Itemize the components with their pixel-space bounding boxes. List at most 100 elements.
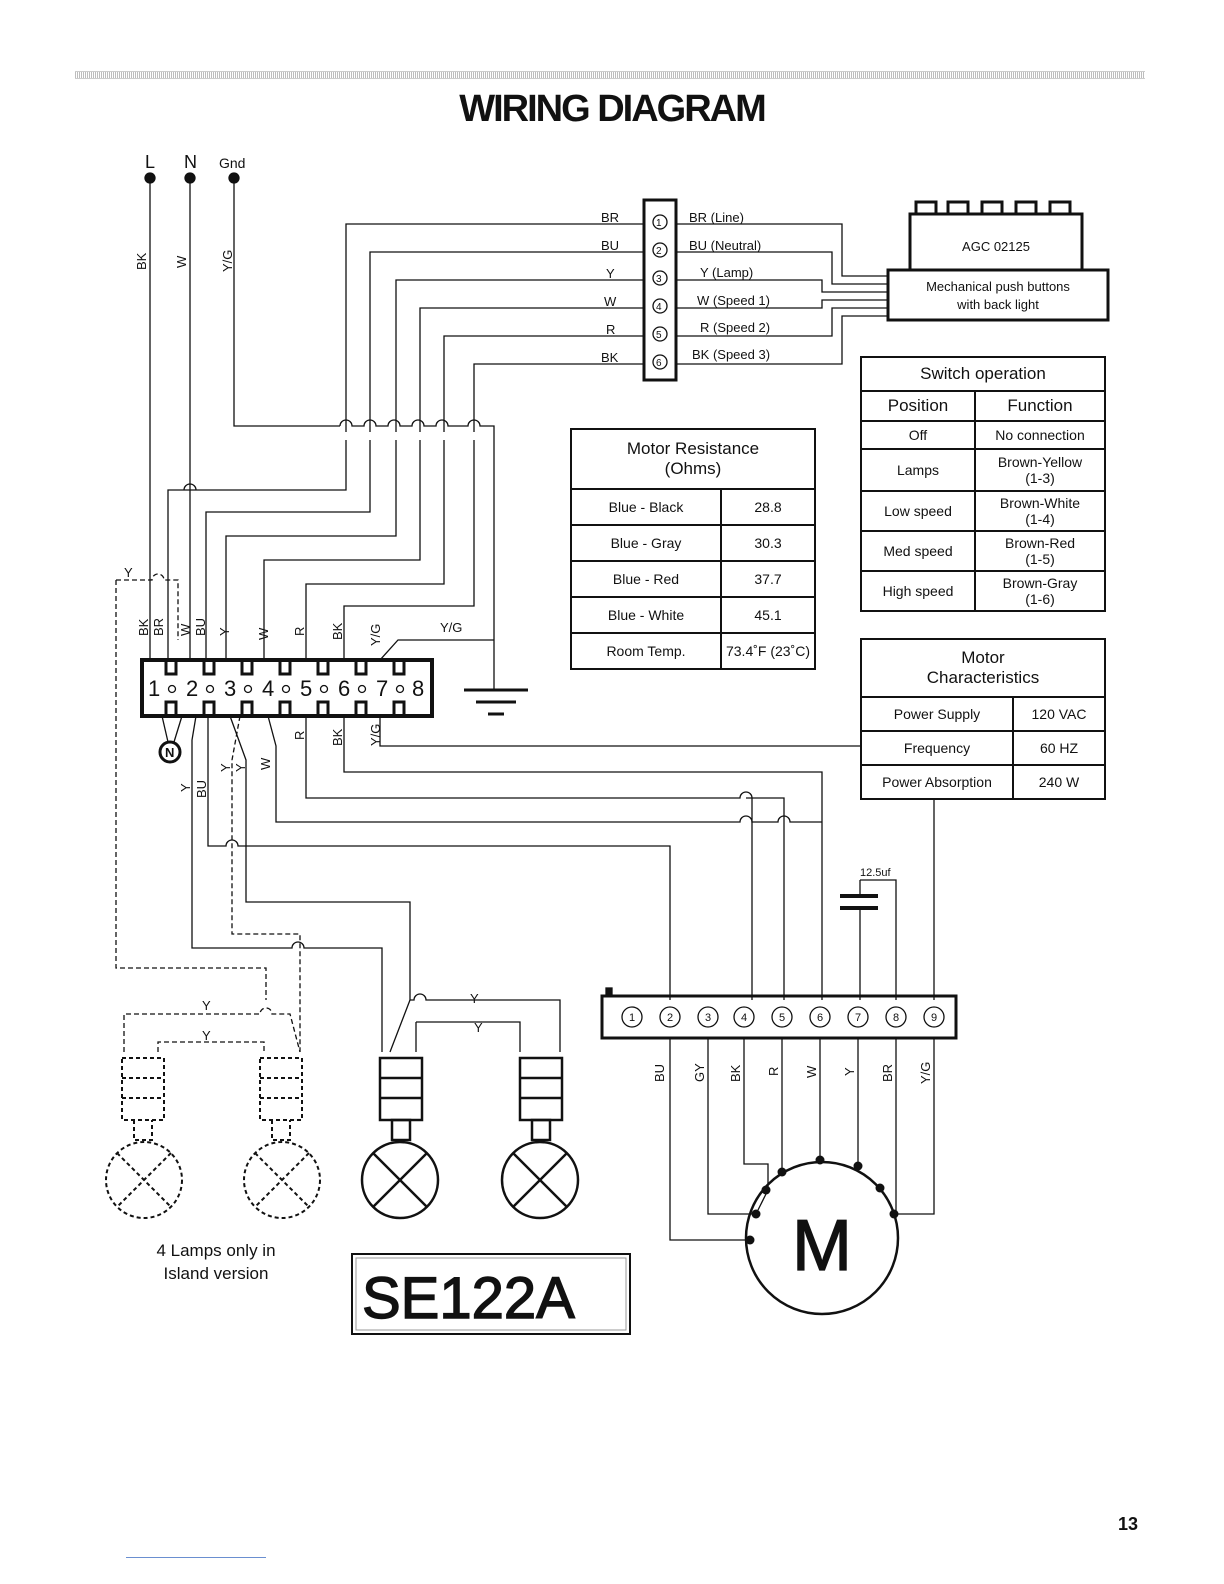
ground-symbol <box>464 688 528 716</box>
motor-pin-2: 2 <box>667 1012 673 1024</box>
island-lamp-1 <box>105 1057 183 1219</box>
tb-label-br: BR <box>151 618 166 636</box>
motor-pin-5: 5 <box>779 1012 785 1024</box>
footer-link-line <box>126 1557 266 1558</box>
terminal-n-label: N <box>184 152 197 172</box>
tb-lower-y1: Y <box>178 783 193 792</box>
motor-wire-bu: BU <box>652 1064 667 1082</box>
tb-label-r: R <box>292 627 307 636</box>
characteristic-name: Frequency <box>860 730 1014 766</box>
capacitor-label: 12.5uf <box>860 867 892 879</box>
switch-position: Off <box>860 420 976 450</box>
mains-yg-label: Y/G <box>220 250 235 272</box>
lamp-wire-label-3: Y <box>202 998 211 1013</box>
connector-6pin-body <box>642 198 678 382</box>
switch-function: Brown-Red <box>1004 535 1076 551</box>
yg-ground-label: Y/G <box>440 620 462 635</box>
terminal-4: 4 <box>262 676 274 701</box>
left-label-bk: BK <box>601 350 619 365</box>
connector-6pin: 1 2 3 4 5 6 BR BU Y W R BK BR (Line) BU … <box>601 198 888 382</box>
terminal-numbers: 1 2 3 4 5 6 7 8 <box>148 676 424 701</box>
characteristic-value: 60 HZ <box>1012 730 1106 766</box>
lamps: 4 Lamps only in Island version <box>105 1056 580 1283</box>
characteristic-value: 120 VAC <box>1012 696 1106 732</box>
lamp-2 <box>500 1056 580 1220</box>
lamp-wire-label-2: Y <box>474 1020 483 1035</box>
tb-label-bu: BU <box>193 618 208 636</box>
mains-bk-label: BK <box>134 252 149 270</box>
island-lamp-2 <box>243 1057 321 1219</box>
terminal-8: 8 <box>412 676 424 701</box>
model-code-box: SE122A <box>351 1253 631 1335</box>
motor-wire-w: W <box>804 1065 819 1078</box>
resistance-pair: Blue - Gray <box>570 524 722 562</box>
page-number: 13 <box>1118 1514 1139 1534</box>
right-label-lamp: Y (Lamp) <box>700 265 753 280</box>
switch-pins: (1-5) <box>1025 551 1055 567</box>
terminal-2: 2 <box>186 676 198 701</box>
page-title: WIRING DIAGRAM <box>459 88 767 130</box>
connector-6pin-pins: 1 2 3 4 5 6 <box>652 214 668 370</box>
lower-wiring: Y Y Y Y <box>115 580 935 1053</box>
pin-3: 3 <box>656 274 662 285</box>
switch-col-function: Function <box>974 390 1106 422</box>
neutral-symbol-label: N <box>165 745 174 760</box>
terminal-1: 1 <box>148 676 160 701</box>
tb-label-bk2: BK <box>330 622 345 640</box>
resistance-value: 73.4˚F (23˚C) <box>720 632 816 670</box>
lamps-note-2: Island version <box>164 1264 269 1283</box>
tb-bottom-r: R <box>292 731 307 740</box>
resistance-pair: Blue - White <box>570 596 722 634</box>
right-label-speed2: R (Speed 2) <box>700 320 770 335</box>
switch-col-position: Position <box>860 390 976 422</box>
switch-function: Brown-Gray <box>1002 575 1078 591</box>
motor-wire-br: BR <box>880 1064 895 1082</box>
motor-pin-1: 1 <box>629 1012 635 1024</box>
motor-pin-6: 6 <box>817 1012 823 1024</box>
pin-2: 2 <box>656 246 662 257</box>
switch-pins: (1-3) <box>1025 470 1055 486</box>
switch-position: Low speed <box>860 490 976 532</box>
terminal-block-8: 1 2 3 4 5 6 7 8 BK BR W BU Y W R BK Y/G … <box>116 565 528 798</box>
terminal-l-label: L <box>145 152 155 172</box>
lamp-1 <box>360 1056 440 1220</box>
motor-wire-labels: BU GY BK R W Y BR Y/G <box>652 1062 933 1084</box>
motor-pin-9: 9 <box>931 1012 937 1024</box>
terminal-7: 7 <box>376 676 388 701</box>
motor-pin-7: 7 <box>855 1012 861 1024</box>
left-label-w: W <box>604 294 617 309</box>
resistance-pair: Blue - Black <box>570 488 722 526</box>
motor-pin-4: 4 <box>741 1012 747 1024</box>
resistance-pair: Room Temp. <box>570 632 722 670</box>
resistance-value: 37.7 <box>720 560 816 598</box>
model-code: SE122A <box>362 1266 575 1331</box>
pin-5: 5 <box>656 330 662 341</box>
tb-bottom-yg: Y/G <box>368 724 383 746</box>
motor-wire-gy: GY <box>692 1063 707 1082</box>
tb-label-w2: W <box>256 627 271 640</box>
right-label-line: BR (Line) <box>689 210 744 225</box>
left-label-r: R <box>606 322 615 337</box>
motor-resistance-title: Motor Resistance (Ohms) <box>570 428 816 490</box>
right-label-neutral: BU (Neutral) <box>689 238 761 253</box>
left-label-y: Y <box>606 266 615 281</box>
header-rule <box>75 71 1145 79</box>
lamps-note-1: 4 Lamps only in <box>156 1241 275 1260</box>
motor-wire-yg: Y/G <box>918 1062 933 1084</box>
right-label-speed1: W (Speed 1) <box>697 293 770 308</box>
switch-function: No connection <box>974 420 1106 450</box>
neutral-jumper-symbol <box>158 740 182 764</box>
pin-6: 6 <box>656 358 662 369</box>
push-buttons-box <box>886 268 1110 322</box>
switch-function: Brown-Yellow <box>997 454 1083 470</box>
motor-pin-3: 3 <box>705 1012 711 1024</box>
left-label-bu: BU <box>601 238 619 253</box>
motor-connector-pins <box>621 1006 945 1028</box>
motor-pin-8: 8 <box>893 1012 899 1024</box>
switch-function: Brown-White <box>999 495 1081 511</box>
y-dashed-label: Y <box>124 565 133 580</box>
left-label-br: BR <box>601 210 619 225</box>
